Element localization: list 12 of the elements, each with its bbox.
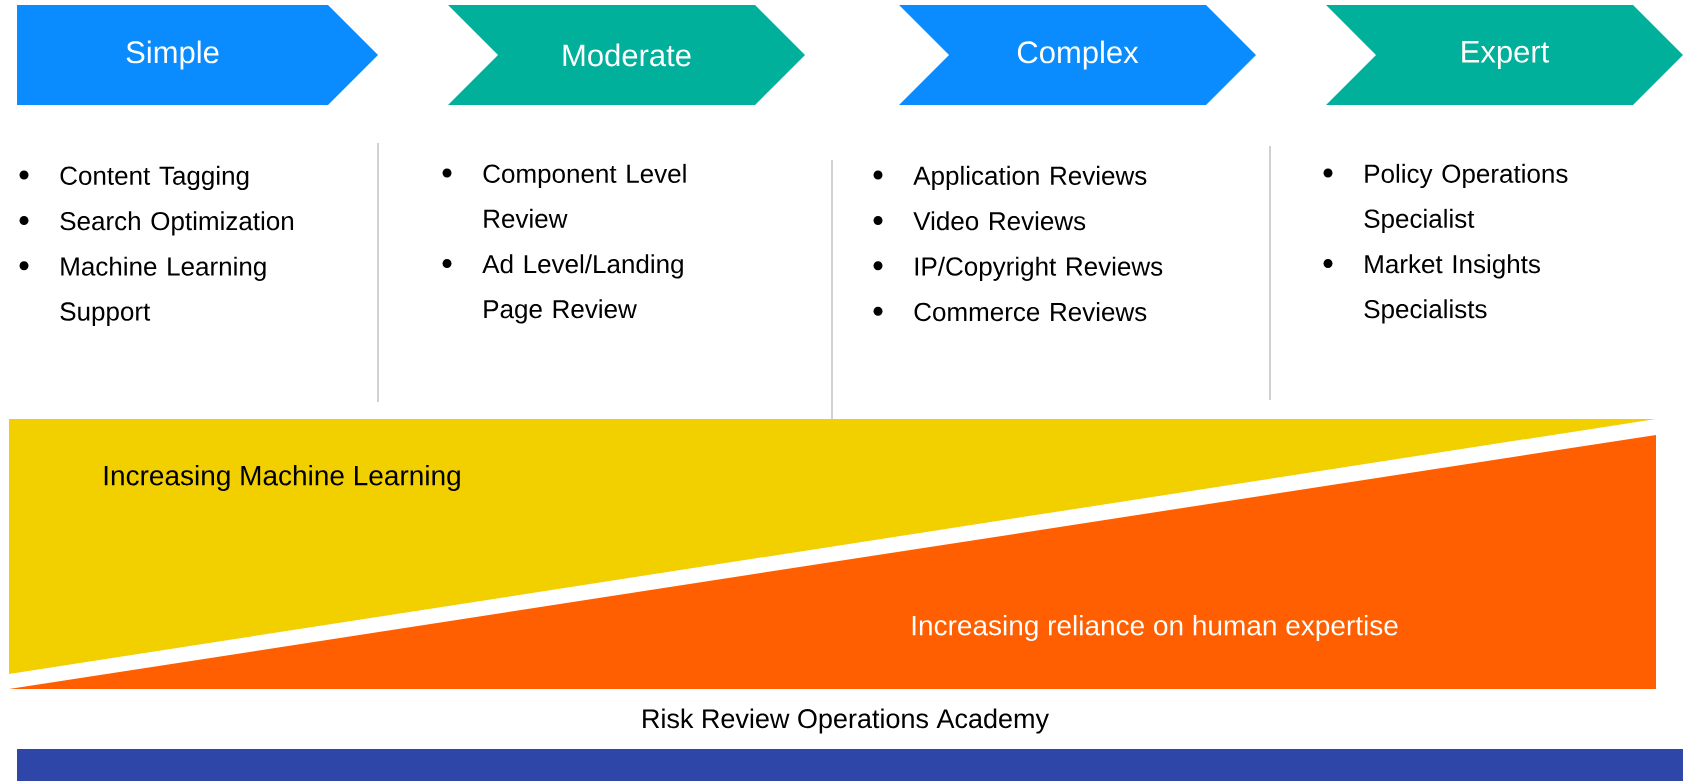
- list-item: Machine Learning Support: [60, 256, 266, 326]
- list-item: Policy Operations Specialist: [1364, 163, 1568, 234]
- list-item: Application Reviews: [913, 165, 1147, 191]
- list-item: Component Level Review: [483, 163, 686, 228]
- list-item: Content Tagging: [60, 165, 249, 191]
- list-item: Video Reviews: [913, 211, 1086, 231]
- list-item: Market Insights Specialists: [1364, 254, 1540, 324]
- list-item: Search Optimization: [60, 211, 294, 236]
- list-item: Commerce Reviews: [914, 302, 1147, 322]
- caption-text: Risk Review Operations Academy: [643, 708, 1049, 734]
- list-item: Ad Level/Landing Page Review: [482, 254, 683, 324]
- list-item: IP/Copyright Reviews: [915, 256, 1163, 281]
